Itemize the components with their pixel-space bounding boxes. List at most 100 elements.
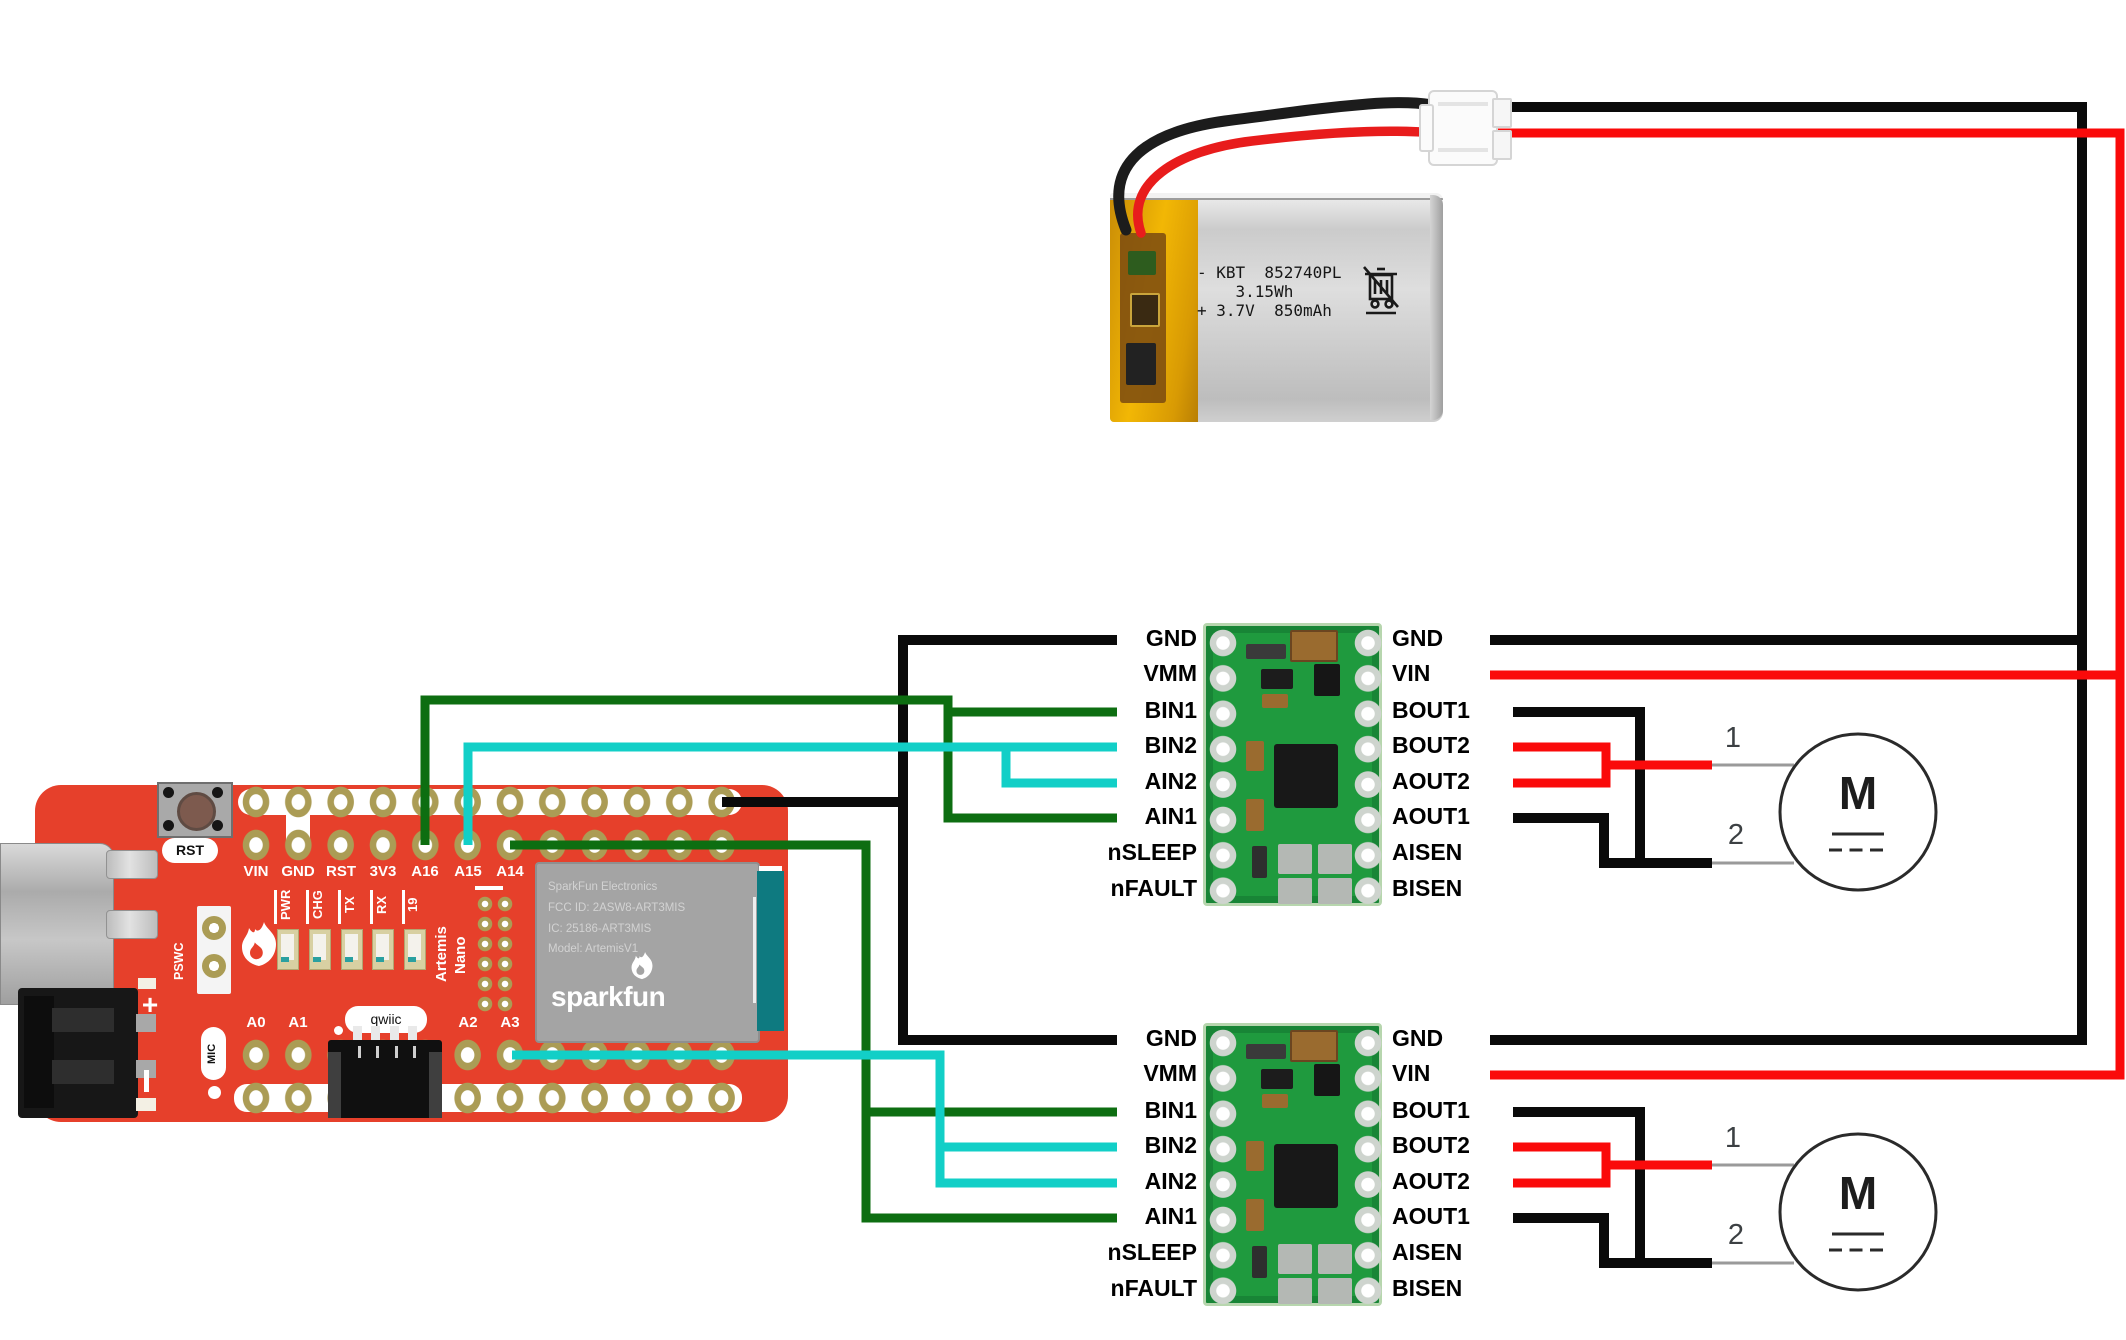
jst-plug-pin	[1492, 98, 1512, 128]
drv1-pin-ain1: AIN1	[1144, 803, 1197, 829]
pin-label-3v3: 3V3	[369, 863, 397, 880]
qwiic-connector[interactable]	[328, 1040, 442, 1118]
drv1-pin-nfault: nFAULT	[1110, 875, 1197, 901]
motor-driver-1	[1203, 623, 1382, 908]
battery-voltage: + 3.7V 850mAh	[1197, 301, 1332, 320]
led-label-chg: CHG	[310, 890, 325, 920]
mic-dot	[208, 1086, 221, 1099]
pin-label-gnd: GND	[281, 863, 315, 880]
led-tx	[341, 929, 363, 970]
drv1-pin-gnd-l: GND	[1145, 625, 1197, 651]
button-plunger[interactable]	[177, 792, 216, 831]
battery-plus-mark: +	[141, 989, 159, 1020]
qwiic-dot	[334, 1026, 343, 1035]
led-label-19: 19	[405, 897, 420, 913]
drv2-pin-bisen: BISEN	[1392, 1275, 1463, 1301]
solder-pad	[136, 1098, 156, 1111]
pin-label-a0: A0	[246, 1014, 266, 1031]
sense-pad	[1318, 844, 1352, 874]
motor-1-terminal-2: 2	[1727, 819, 1745, 851]
sense-pad	[1318, 1278, 1352, 1304]
usb-pin-bottom	[106, 910, 158, 939]
led-tick	[274, 890, 277, 924]
battery-pcb-chip	[1128, 251, 1156, 275]
resistor	[1252, 846, 1267, 878]
motor-driver-2	[1203, 1023, 1382, 1308]
motor-1-label: M	[1838, 767, 1878, 819]
led-label-pwr: PWR	[278, 889, 293, 921]
capacitor	[1262, 694, 1288, 708]
drv2-pin-bin2: BIN2	[1144, 1132, 1197, 1158]
pad-row-1	[235, 785, 743, 819]
pad-row-4	[235, 1081, 743, 1115]
motor-2-terminal-1: 1	[1724, 1122, 1742, 1154]
drv2-pin-gnd-r: GND	[1392, 1025, 1444, 1051]
motor-1-terminal-1: 1	[1724, 722, 1742, 754]
pin-label-a2: A2	[458, 1014, 478, 1031]
led-label-rx: RX	[374, 895, 389, 915]
drv1-pin-bout1: BOUT1	[1392, 697, 1470, 723]
led-tick	[370, 890, 373, 924]
capacitor	[1290, 1030, 1338, 1062]
module-line-3: IC: 25186-ART3MIS	[548, 923, 652, 935]
sense-pad	[1278, 878, 1312, 904]
drv1-pin-gnd-r: GND	[1392, 625, 1444, 651]
lipo-battery: - KBT 852740PL 3.15Wh + 3.7V 850mAh	[1110, 193, 1443, 422]
sense-pad	[1278, 1244, 1312, 1274]
drv2-pin-aout1: AOUT1	[1392, 1203, 1470, 1229]
led-rx	[372, 929, 394, 970]
drv1-pin-ain2: AIN2	[1144, 768, 1197, 794]
capacitor	[1246, 741, 1264, 771]
led-pwr	[277, 929, 299, 970]
drv2-pin-vin: VIN	[1392, 1060, 1431, 1086]
pin-label-rst: RST	[326, 863, 356, 880]
chip-antenna	[757, 871, 784, 1031]
pin-label-a15: A15	[454, 863, 482, 880]
qwiic-pin	[408, 1026, 417, 1044]
pswc-pads	[197, 906, 231, 994]
jtag-tick	[475, 886, 503, 890]
motor-2-label: M	[1838, 1167, 1878, 1219]
pin-label-a1: A1	[288, 1014, 308, 1031]
led-tick	[338, 890, 341, 924]
battery-jst-socket[interactable]	[18, 988, 138, 1118]
pin-label-vin: VIN	[243, 863, 269, 880]
drv8833-chip	[1274, 1144, 1338, 1208]
jst-plug-tab	[1419, 104, 1434, 152]
drv2-pin-bin1: BIN1	[1144, 1097, 1197, 1123]
drv2-pin-ain1: AIN1	[1144, 1203, 1197, 1229]
battery-minus-mark	[144, 1070, 149, 1092]
jtag-pad-grid	[475, 894, 515, 1014]
drv1-pin-nsleep: nSLEEP	[1107, 839, 1197, 865]
transistor	[1314, 664, 1340, 696]
module-line-4: Model: ArtemisV1	[548, 943, 639, 955]
solder-pad	[138, 978, 156, 989]
drv1-pin-vin: VIN	[1392, 660, 1431, 686]
reset-button[interactable]	[157, 782, 233, 838]
drv1-pin-vmm: VMM	[1143, 660, 1197, 686]
capacitor	[1246, 1199, 1264, 1231]
module-line-1: SparkFun Electronics	[548, 881, 658, 893]
button-corner	[163, 820, 174, 831]
pswc-pad	[202, 916, 226, 940]
drv1-pin-aout2: AOUT2	[1392, 768, 1470, 794]
pswc-label: PSWC	[172, 942, 186, 980]
antenna-notch	[759, 866, 782, 871]
drv1-pin-aisen: AISEN	[1392, 839, 1463, 865]
drv2-pin-bout2: BOUT2	[1392, 1132, 1470, 1158]
battery-jst-plug	[1428, 90, 1498, 166]
resistor	[1246, 644, 1286, 659]
drv2-pin-ain2: AIN2	[1144, 1168, 1197, 1194]
motor-2-terminal-2: 2	[1727, 1219, 1745, 1251]
rst-label-pill: RST	[162, 838, 218, 863]
sense-pad	[1278, 844, 1312, 874]
pswc-pad	[202, 954, 226, 978]
battery-pcb-chip	[1130, 293, 1160, 327]
drv2-pin-aout2: AOUT2	[1392, 1168, 1470, 1194]
drv1-pin-bin1: BIN1	[1144, 697, 1197, 723]
drv2-pin-gnd-l: GND	[1145, 1025, 1197, 1051]
jst-tab	[136, 1060, 156, 1078]
sense-pad	[1278, 1278, 1312, 1304]
drv1-pin-aout1: AOUT1	[1392, 803, 1470, 829]
